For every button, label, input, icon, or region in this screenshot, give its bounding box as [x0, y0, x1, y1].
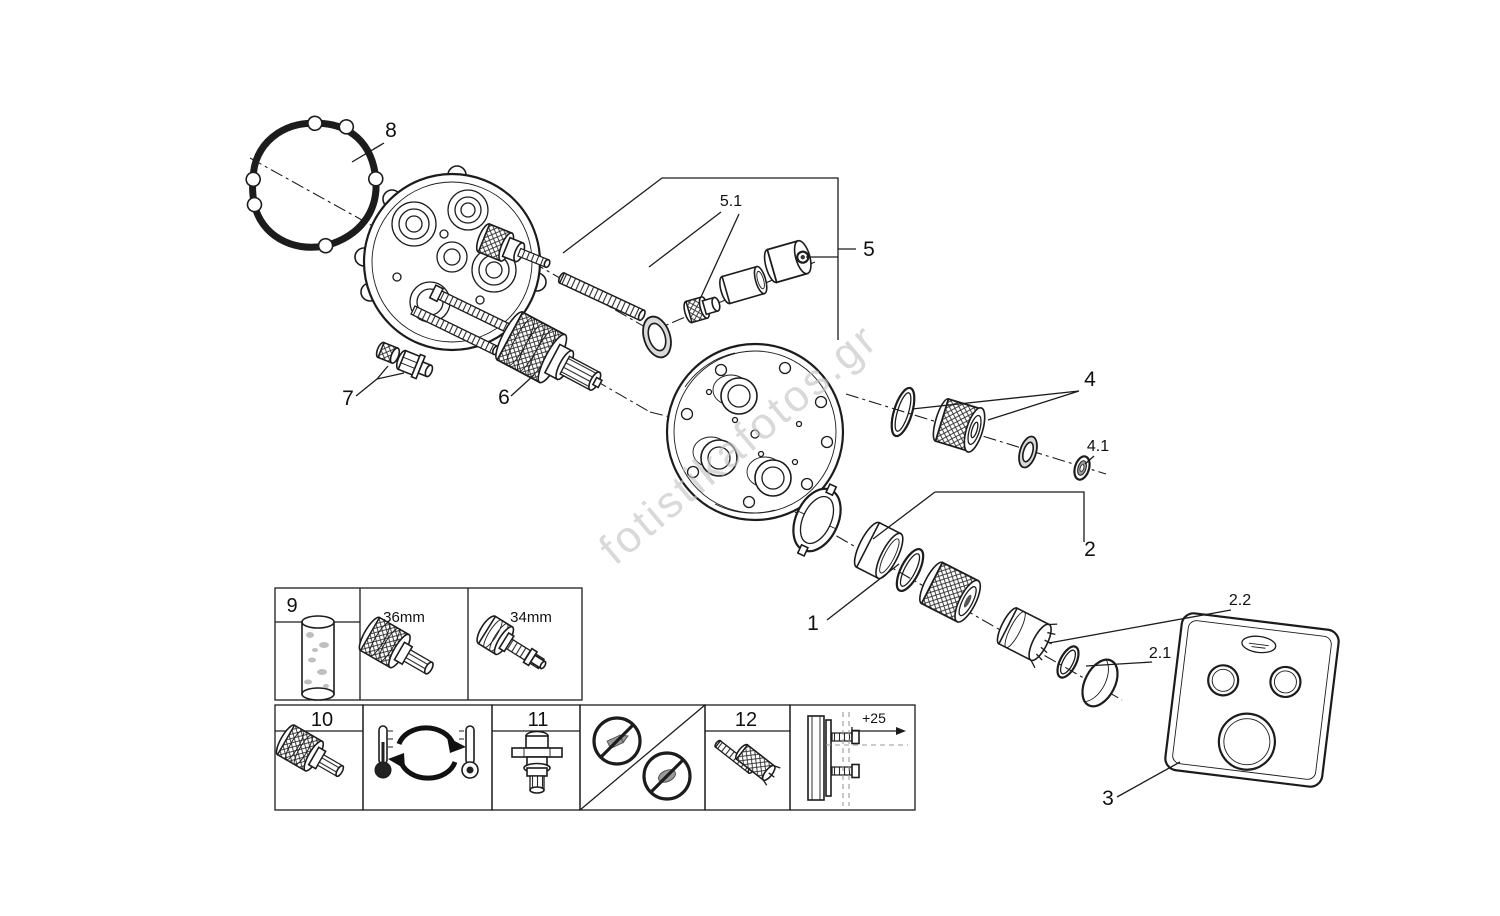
callout-5-1: 5.1: [720, 193, 742, 210]
callout-3: 3: [1102, 787, 1114, 810]
callout-6: 6: [498, 386, 510, 409]
thermometer-outline-icon: [459, 725, 479, 779]
callout-12: 12: [735, 709, 757, 731]
extension-sleeve-part-5: [719, 265, 768, 305]
cap-part-5: [763, 239, 812, 284]
plate-button-small-right: [1269, 665, 1302, 699]
callout-7: 7: [342, 387, 354, 410]
escutcheon-rosette-part-1: [665, 342, 845, 522]
callout-11: 11: [528, 709, 549, 731]
cartridge-part-6: [495, 310, 604, 391]
cover-cap-part-2: [1081, 658, 1119, 708]
circular-arrows-icon: [388, 725, 466, 781]
smartcontrol-plate-part-3: [1164, 612, 1340, 788]
legend-box-9: 9 36mm 34mm: [274, 587, 583, 701]
callout-8: 8: [385, 119, 397, 142]
legend-box-temperature: [362, 704, 493, 811]
callout-4: 4: [1084, 368, 1096, 391]
o-ring-part-2: [895, 548, 925, 592]
spacer-sleeve-part-2: [853, 521, 904, 580]
knurled-adapter-part-5-1: [683, 296, 721, 324]
valve-cartridge-stub: [475, 223, 551, 269]
callout-5: 5: [863, 238, 875, 261]
callout-10: 10: [311, 709, 333, 731]
no-grease-circle-icon: [592, 716, 642, 766]
plate-knob-large: [1217, 712, 1276, 771]
dimension-34mm: 34mm: [510, 609, 552, 626]
valve-body: [354, 165, 551, 356]
grohe-oval-logo-icon: [1241, 635, 1277, 654]
check-valve-part-11: [511, 730, 563, 794]
callout-2: 2: [1084, 538, 1096, 561]
legend-box-prohibition: [579, 704, 706, 811]
washer-ring-part-5: [642, 315, 672, 359]
callout-2-1: 2.1: [1149, 645, 1171, 662]
knurled-sleeve-part-2: [919, 561, 982, 623]
boss-cylinder: [692, 374, 792, 497]
callout-4-1: 4.1: [1087, 438, 1109, 455]
plug-screw-hex-part-7: [395, 349, 434, 380]
dimension-plus-25: +25: [862, 710, 886, 726]
mounting-depth-drawing: +25: [807, 710, 908, 806]
legend-box-mounting: +25: [789, 704, 916, 811]
cartridge-36mm: [358, 616, 434, 675]
cartridge-34mm: [476, 615, 547, 670]
toothed-sleeve-part-2-2: [996, 607, 1058, 669]
cartridge-part-10: [275, 724, 345, 778]
thermometer-filled-icon: [374, 725, 393, 779]
dimension-36mm: 36mm: [383, 609, 425, 626]
o-ring-gasket-part-8: [245, 115, 384, 254]
legend-box-11: 11: [491, 704, 581, 811]
mounting-ring-part-2: [792, 483, 842, 557]
callout-1: 1: [807, 612, 819, 635]
legend-box-10: 10: [274, 704, 364, 811]
pin-knurled-part-12: [735, 743, 781, 786]
mixer-shaft-part: [301, 615, 335, 701]
legend-box-12: 12: [704, 704, 791, 811]
plate-button-small-left: [1207, 664, 1240, 697]
threaded-spindle-part-5: [557, 272, 646, 322]
knurled-nut-part-4: [932, 397, 986, 453]
no-lubricant-circle-icon: [642, 751, 692, 801]
leader-lines: [351, 142, 1232, 798]
callout-2-2: 2.2: [1229, 592, 1251, 609]
callout-9: 9: [286, 595, 297, 617]
washer-part-4-1: [1073, 455, 1091, 481]
o-ring-part-2-1: [1056, 645, 1080, 679]
washer-part-4: [1018, 435, 1038, 469]
